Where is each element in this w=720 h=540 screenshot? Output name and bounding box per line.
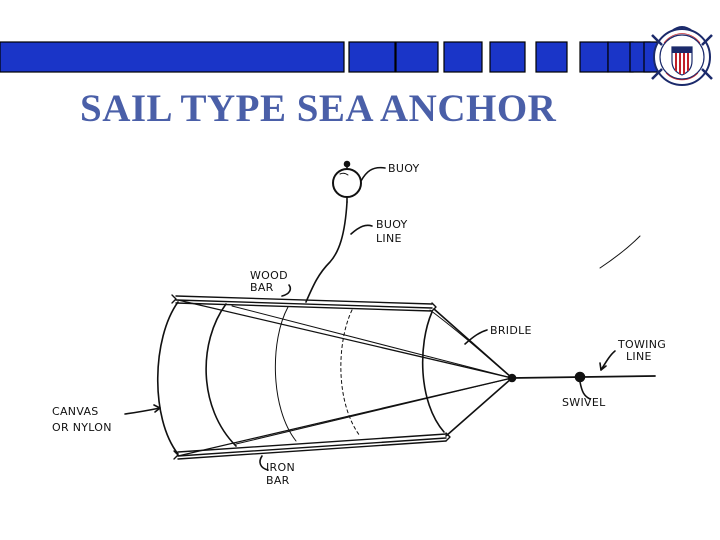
banner-squares — [348, 41, 660, 73]
banner-square — [443, 41, 483, 73]
label-towing-line-1: TOWING — [617, 338, 666, 351]
buoy-icon — [332, 160, 362, 203]
label-buoy: BUOY — [388, 162, 420, 175]
label-wood-bar-1: WOOD — [250, 269, 288, 282]
label-towing-line-2: LINE — [626, 350, 652, 363]
label-buoy-line-1: BUOY — [376, 218, 408, 231]
label-canvas-2: OR NYLON — [52, 421, 112, 434]
banner-square — [489, 41, 526, 73]
label-iron-bar-2: BAR — [266, 474, 290, 487]
banner-square — [535, 41, 568, 73]
sail-guy-lines — [177, 299, 513, 457]
bridle — [429, 308, 513, 437]
label-buoy-line-2: LINE — [376, 232, 402, 245]
auxiliary-seal-icon — [651, 26, 713, 86]
sea-anchor-diagram: BUOY BUOY LINE WOOD BAR BRIDLE TOWING LI… — [52, 160, 666, 487]
wood-bar — [171, 294, 437, 312]
label-iron-bar-1: IRON — [266, 461, 295, 474]
banner-bar — [0, 41, 345, 73]
header-banner — [0, 26, 713, 86]
label-wood-bar-2: BAR — [250, 281, 274, 294]
banner-square — [348, 41, 396, 73]
label-bridle: BRIDLE — [490, 324, 532, 337]
label-swivel: SWIVEL — [562, 396, 606, 409]
iron-bar — [173, 432, 451, 460]
banner-square — [607, 41, 634, 73]
slide-title: SAIL TYPE SEA ANCHOR — [80, 87, 557, 130]
canvas-sail — [156, 301, 445, 455]
label-canvas-1: CANVAS — [52, 405, 99, 418]
banner-square — [579, 41, 609, 73]
swivel-icon — [574, 371, 586, 383]
banner-square — [395, 41, 439, 73]
buoy-line — [305, 201, 348, 303]
